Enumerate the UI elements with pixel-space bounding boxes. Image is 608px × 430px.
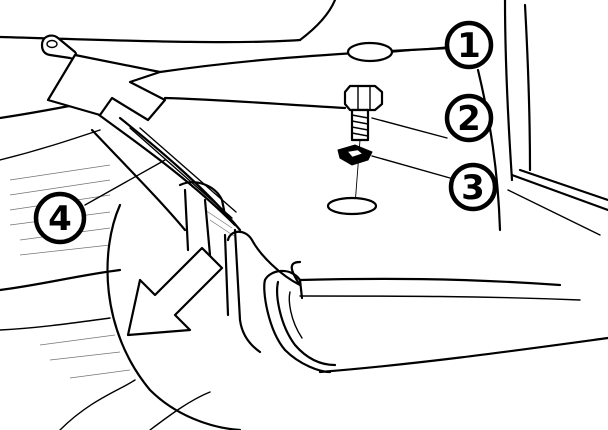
left-sill-line-2 <box>0 129 101 161</box>
callout-3-label: 3 <box>461 168 485 208</box>
removal-arrow-downleft <box>126 246 224 337</box>
molding-side-2 <box>223 233 230 317</box>
callout-1-label: 1 <box>457 26 481 66</box>
callout-2: 2 <box>444 93 494 143</box>
molding-bottom-edge <box>90 128 187 232</box>
molding-lip <box>263 269 304 300</box>
deck-lower-line <box>298 277 562 287</box>
callout-3: 3 <box>448 162 498 212</box>
arrow-up-left-shape <box>46 53 167 122</box>
callout-4: 4 <box>33 191 87 245</box>
fastener-stack <box>326 41 394 216</box>
molding-end-profile-3 <box>288 291 303 339</box>
callout-1: 1 <box>444 20 494 70</box>
leader-1 <box>391 46 449 53</box>
right-panel-edge-2 <box>523 3 532 172</box>
trim-molding <box>90 110 337 374</box>
clip-nut-hole <box>344 147 366 160</box>
leader-lines <box>84 46 451 206</box>
lower-curve <box>59 379 136 430</box>
molding-top-edge <box>93 110 237 227</box>
lower-curve-2 <box>149 391 211 430</box>
leader-2 <box>371 117 448 139</box>
molding-groove <box>129 127 233 219</box>
tab-hole <box>46 39 58 49</box>
deck-right-edge <box>476 68 502 232</box>
cap-plug <box>346 41 394 63</box>
molding-end-profile-2 <box>276 280 337 367</box>
molding-clip-2 <box>183 188 190 252</box>
molding-end-profile <box>263 278 332 374</box>
lower-left-panel <box>0 268 122 292</box>
right-trim-strip <box>510 173 608 212</box>
right-trim-strip-3 <box>507 189 601 236</box>
bolt-head <box>343 84 384 112</box>
leader-4 <box>84 159 166 206</box>
removal-arrow-upleft <box>46 53 167 122</box>
callout-2-label: 2 <box>457 99 481 139</box>
callout-1-circle <box>444 20 494 70</box>
molding-clip <box>178 181 227 217</box>
right-trim-strip-2 <box>518 168 608 202</box>
top-surface-line <box>158 46 452 74</box>
mounting-hole <box>326 196 378 216</box>
bolt-thread <box>351 114 369 137</box>
molding-side <box>233 228 262 354</box>
molding-clip-3 <box>203 198 212 257</box>
wheel-arch <box>106 203 242 430</box>
right-panel-edge <box>503 0 514 182</box>
callout-3-circle <box>448 162 498 212</box>
arrow-down-left-shape <box>126 246 224 337</box>
deck-bottom-line <box>318 336 608 374</box>
molding-inner-edge <box>118 116 242 232</box>
leader-3 <box>371 155 451 179</box>
callout-4-label: 4 <box>48 199 72 239</box>
lower-left-panel-2 <box>0 317 111 331</box>
callout-4-circle <box>33 191 87 245</box>
mid-surface-line <box>163 96 347 110</box>
deck-lower-line-2 <box>299 295 581 301</box>
molding-curl <box>226 230 302 287</box>
callout-2-circle <box>444 93 494 143</box>
upper-panel-curve <box>298 0 337 42</box>
